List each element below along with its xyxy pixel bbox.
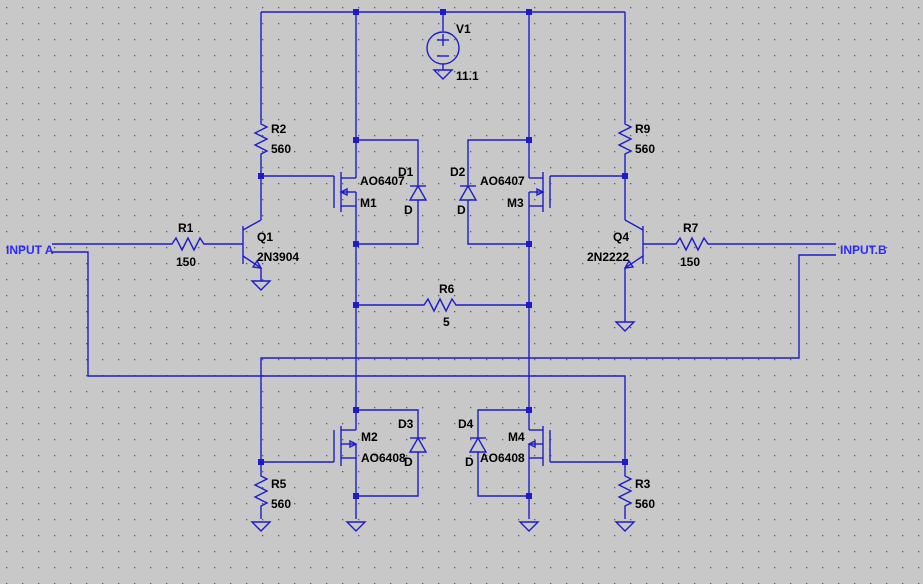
diode-d3[interactable]: D3 D (356, 409, 428, 497)
diode-d4[interactable]: D4 D (458, 409, 529, 497)
r7-value: 150 (680, 255, 700, 269)
r3-value: 560 (635, 497, 655, 511)
d4-model: D (465, 455, 474, 469)
r9-name: R9 (635, 122, 651, 136)
transistor-q1[interactable]: Q1 2N3904 (215, 176, 299, 291)
r2-value: 560 (271, 142, 291, 156)
resistor-r9[interactable]: R9 560 (617, 120, 655, 176)
d1-model: D (404, 203, 413, 217)
m2-model: AO6408 (361, 451, 406, 465)
d2-name: D2 (450, 165, 466, 179)
r5-value: 560 (271, 497, 291, 511)
resistor-r2[interactable]: R2 560 (253, 120, 291, 176)
resistor-r1[interactable]: R1 150 (52, 221, 215, 269)
diode-d1[interactable]: D1 D (356, 139, 428, 245)
m3-name: M3 (507, 196, 524, 210)
resistor-r7[interactable]: R7 150 (672, 221, 836, 269)
r6-name: R6 (439, 282, 455, 296)
m1-name: M1 (360, 196, 377, 210)
resistor-r3[interactable]: R3 560 (614, 462, 655, 532)
d3-model: D (404, 455, 413, 469)
d3-name: D3 (398, 417, 414, 431)
junction-dots (258, 9, 628, 499)
q4-name: Q4 (613, 230, 629, 244)
r9-value: 560 (635, 142, 655, 156)
r5-name: R5 (271, 477, 287, 491)
q1-name: Q1 (257, 230, 273, 244)
input-b-label: INPUT.B (840, 243, 887, 257)
d1-name: D1 (398, 165, 414, 179)
r3-name: R3 (635, 477, 651, 491)
input-a-label: INPUT A (6, 243, 54, 257)
m1-model: AO6407 (360, 174, 405, 188)
m4-name: M4 (508, 430, 525, 444)
q4-model: 2N2222 (587, 250, 629, 264)
d4-name: D4 (458, 417, 474, 431)
mosfet-m4[interactable]: M4 AO6408 (480, 426, 625, 532)
resistor-r5[interactable]: R5 560 (250, 462, 291, 532)
r7-name: R7 (683, 221, 699, 235)
m4-model: AO6408 (480, 451, 525, 465)
q1-model: 2N3904 (257, 250, 299, 264)
input-b-port[interactable]: INPUT.B (260, 243, 887, 462)
v1-name: V1 (456, 22, 471, 36)
input-a-port[interactable]: INPUT A (6, 243, 626, 462)
transistor-q4[interactable]: Q4 2N2222 (587, 176, 672, 332)
mosfet-m3[interactable]: AO6407 M3 (480, 140, 625, 305)
m2-name: M2 (361, 430, 378, 444)
mosfet-m2[interactable]: M2 AO6408 (261, 426, 406, 532)
voltage-source-v1[interactable]: V1 11.1 (426, 12, 479, 83)
v1-value: 11.1 (456, 69, 479, 83)
m3-model: AO6407 (480, 174, 525, 188)
diode-d2[interactable]: D2 D (450, 139, 529, 245)
r6-value: 5 (443, 315, 450, 329)
r2-name: R2 (271, 122, 287, 136)
r1-value: 150 (176, 255, 196, 269)
d2-model: D (457, 203, 466, 217)
mosfet-m1[interactable]: AO6407 M1 (261, 140, 405, 305)
resistor-r6[interactable]: R6 5 (356, 282, 529, 329)
r1-name: R1 (178, 221, 194, 235)
